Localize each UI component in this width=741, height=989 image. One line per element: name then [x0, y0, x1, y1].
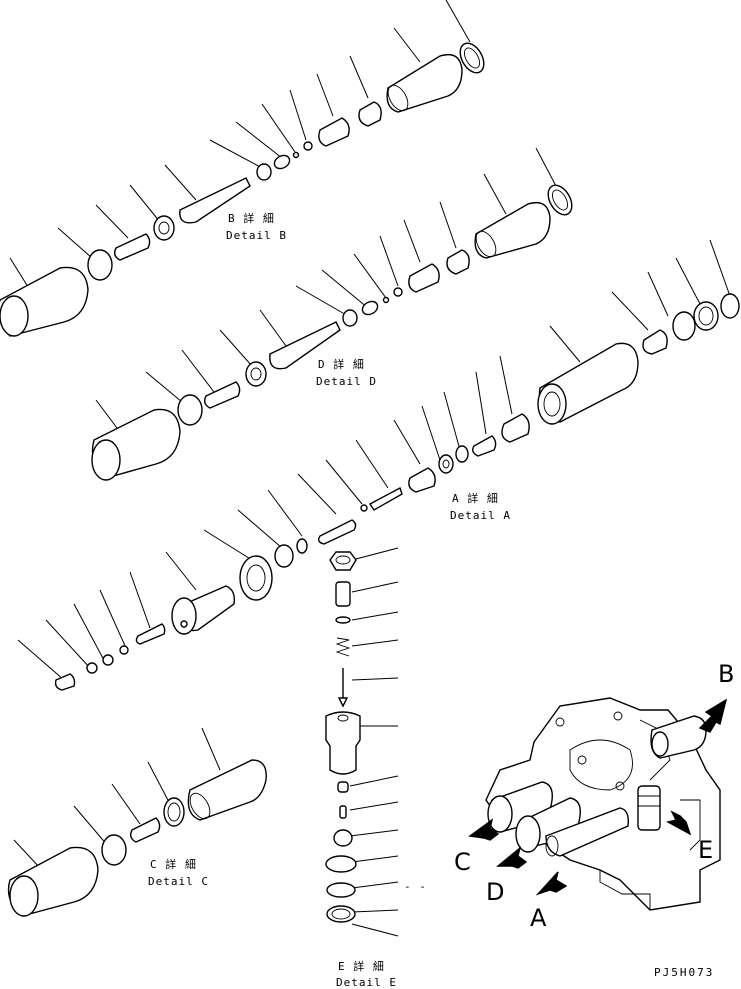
dash-mark: - - — [404, 880, 427, 893]
arrow-e — [666, 810, 692, 836]
detail-d-label-en: Detail D — [316, 375, 377, 388]
detail-b-label-jp: B 詳 細 — [228, 212, 275, 225]
arrow-a — [535, 871, 568, 896]
callout-b: B — [718, 660, 735, 688]
drawing-code: PJ5H073 — [654, 966, 715, 979]
callout-c: C — [454, 848, 471, 876]
arrow-c — [468, 818, 500, 841]
valve-body-overview — [468, 697, 728, 911]
detail-a-assembly — [17, 239, 740, 691]
detail-d-assembly — [91, 147, 573, 481]
arrow-b — [698, 698, 728, 733]
detail-b-assembly — [0, 0, 485, 337]
detail-e-label-jp: E 詳 細 — [338, 960, 385, 973]
detail-c-label-en: Detail C — [148, 875, 209, 888]
callout-e: E — [698, 836, 714, 864]
detail-a-label-en: Detail A — [450, 509, 511, 522]
detail-e-assembly — [325, 547, 399, 937]
detail-b-label-en: Detail B — [226, 229, 287, 242]
detail-d-label-jp: D 詳 細 — [318, 358, 365, 371]
detail-e-label-en: Detail E — [336, 976, 397, 989]
callout-d: D — [486, 878, 505, 906]
detail-a-label-jp: A 詳 細 — [452, 492, 499, 505]
detail-c-label-jp: C 詳 細 — [150, 858, 197, 871]
detail-c-assembly — [7, 727, 267, 917]
arrow-d — [496, 846, 528, 869]
callout-a: A — [530, 904, 547, 932]
